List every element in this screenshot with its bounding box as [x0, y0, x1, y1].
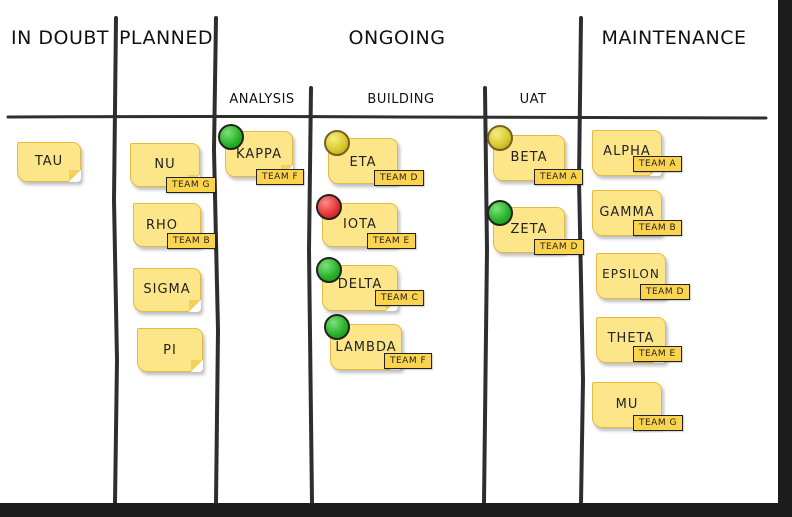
column-header-in-doubt: IN DOUBT	[11, 27, 109, 49]
card-label: ALPHA	[603, 144, 651, 159]
column-divider-line	[211, 16, 221, 503]
column-divider-line	[306, 86, 314, 503]
team-tag: TEAM E	[633, 346, 682, 362]
card-pi[interactable]: PI	[137, 328, 203, 372]
team-tag: TEAM E	[367, 233, 416, 249]
card-label: BETA	[510, 150, 548, 165]
column-divider-line	[482, 86, 490, 503]
card-label: ZETA	[510, 222, 548, 237]
kanban-board: IN DOUBT PLANNED ONGOING MAINTENANCE ANA…	[0, 0, 778, 503]
status-dot-yellow	[324, 130, 350, 156]
card-label: PI	[163, 343, 177, 358]
team-tag: TEAM F	[256, 169, 305, 185]
column-header-uat: UAT	[519, 92, 547, 107]
card-label: LAMBDA	[335, 340, 397, 355]
card-label: ETA	[349, 155, 377, 170]
team-tag: TEAM D	[534, 239, 584, 255]
column-header-planned: PLANNED	[118, 27, 214, 49]
card-sigma[interactable]: SIGMA	[133, 268, 201, 312]
column-header-building: BUILDING	[367, 92, 435, 107]
team-tag: TEAM A	[534, 169, 584, 185]
column-header-analysis: ANALYSIS	[229, 92, 295, 107]
team-tag: TEAM C	[375, 290, 425, 306]
card-label: EPSILON	[602, 267, 660, 281]
team-tag: TEAM B	[633, 220, 683, 236]
card-label: IOTA	[343, 217, 377, 232]
status-dot-green	[487, 200, 513, 226]
team-tag: TEAM A	[633, 156, 683, 172]
team-tag: TEAM F	[384, 353, 433, 369]
column-divider-line	[576, 16, 586, 503]
column-header-ongoing: ONGOING	[348, 27, 446, 49]
column-header-maintenance: MAINTENANCE	[601, 27, 747, 49]
team-tag: TEAM D	[640, 284, 690, 300]
card-label: NU	[154, 157, 176, 172]
card-label: SIGMA	[143, 282, 191, 297]
card-tau[interactable]: TAU	[17, 142, 81, 182]
status-dot-green	[218, 124, 244, 150]
status-dot-yellow	[487, 125, 513, 151]
card-label: MU	[615, 397, 639, 412]
card-label: GAMMA	[599, 205, 655, 220]
card-label: THETA	[607, 331, 655, 346]
card-label: KAPPA	[236, 147, 282, 162]
header-divider-line	[6, 115, 768, 120]
team-tag: TEAM G	[633, 415, 683, 431]
column-divider-line	[111, 16, 120, 503]
card-label: DELTA	[337, 277, 383, 292]
team-tag: TEAM D	[374, 170, 424, 186]
card-label: TAU	[34, 154, 64, 169]
status-dot-red	[316, 194, 342, 220]
status-dot-green	[316, 257, 342, 283]
status-dot-green	[324, 314, 350, 340]
card-label: RHO	[146, 218, 179, 233]
team-tag: TEAM G	[166, 177, 216, 193]
team-tag: TEAM B	[167, 233, 217, 249]
